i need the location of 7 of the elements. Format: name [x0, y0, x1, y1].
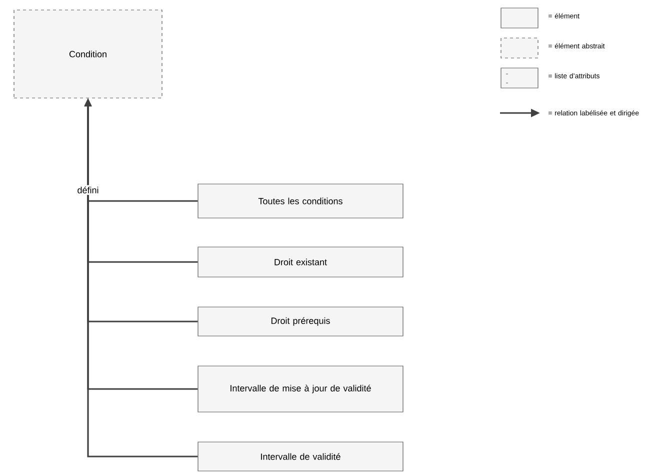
element-box: Intervalle de validité [198, 442, 404, 472]
element-box: Droit prérequis [198, 306, 404, 336]
element-box: Toutes les conditions [198, 184, 404, 218]
abstract-element-box: Condition [14, 10, 162, 98]
element-box: Intervalle de mise à jour de validité [198, 366, 404, 412]
element-box: Droit existant [198, 246, 404, 278]
edge-label: défini [78, 186, 98, 194]
